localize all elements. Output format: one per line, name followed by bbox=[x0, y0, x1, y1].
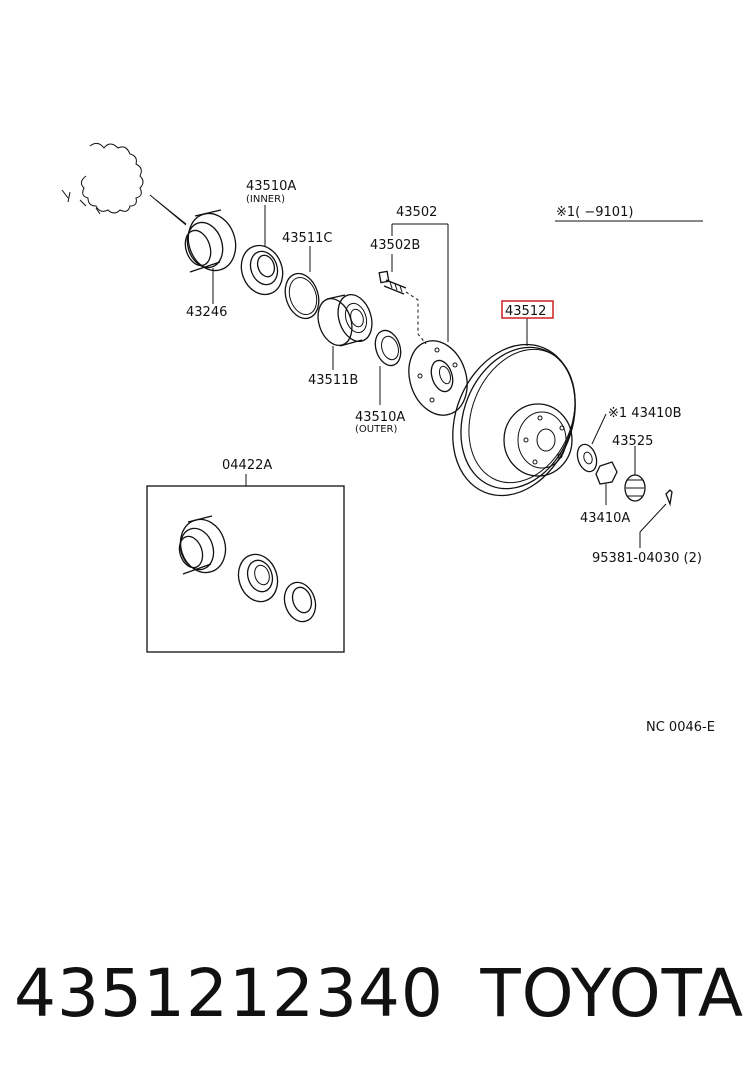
label-43410a: 43410A bbox=[580, 511, 630, 526]
snap-ring-43511c[interactable] bbox=[280, 246, 325, 323]
bearing-race-43510a-outer[interactable] bbox=[371, 327, 405, 405]
seal-43246[interactable] bbox=[181, 207, 243, 304]
bearing-race-43510a-inner[interactable] bbox=[235, 205, 290, 300]
diagram-code: NC 0046-E bbox=[646, 720, 715, 735]
hub-bolt-43502b[interactable] bbox=[378, 254, 427, 345]
label-43502b: 43502B bbox=[370, 238, 420, 253]
washer-43410b[interactable] bbox=[574, 413, 607, 474]
label-43502: 43502 bbox=[396, 205, 437, 220]
label-95381: 95381-04030 (2) bbox=[592, 551, 702, 566]
highlight-box-43512 bbox=[501, 300, 554, 319]
label-43511b: 43511B bbox=[308, 373, 358, 388]
label-43512: 43512 bbox=[505, 304, 546, 319]
label-04422a: 04422A bbox=[222, 458, 272, 473]
nut-43410a[interactable] bbox=[595, 461, 618, 505]
label-43510a-inner: 43510A bbox=[246, 179, 296, 194]
label-43510a-inner-sub: (INNER) bbox=[246, 194, 285, 205]
disc-rotor-43512[interactable] bbox=[431, 318, 597, 514]
part-number: 4351212340 bbox=[14, 954, 444, 1032]
hub-43502[interactable] bbox=[391, 223, 476, 423]
note-applicability: ※1( −9101) bbox=[556, 205, 633, 220]
drive-shaft-end bbox=[61, 142, 187, 226]
label-43511c: 43511C bbox=[282, 231, 332, 246]
bearing-43511b[interactable] bbox=[312, 290, 377, 370]
cotter-pin-95381[interactable] bbox=[639, 489, 673, 548]
label-43246: 43246 bbox=[186, 305, 227, 320]
label-43525: 43525 bbox=[612, 434, 653, 449]
label-43410b: ※1 43410B bbox=[608, 406, 682, 421]
kit-04422a[interactable] bbox=[146, 474, 345, 653]
label-43510a-outer: 43510A bbox=[355, 410, 405, 425]
nut-cap-43525[interactable] bbox=[624, 446, 646, 502]
brand-name: TOYOTA bbox=[480, 954, 744, 1032]
label-43510a-outer-sub: (OUTER) bbox=[355, 424, 397, 435]
footer: 4351212340 TOYOTA bbox=[14, 948, 744, 1038]
